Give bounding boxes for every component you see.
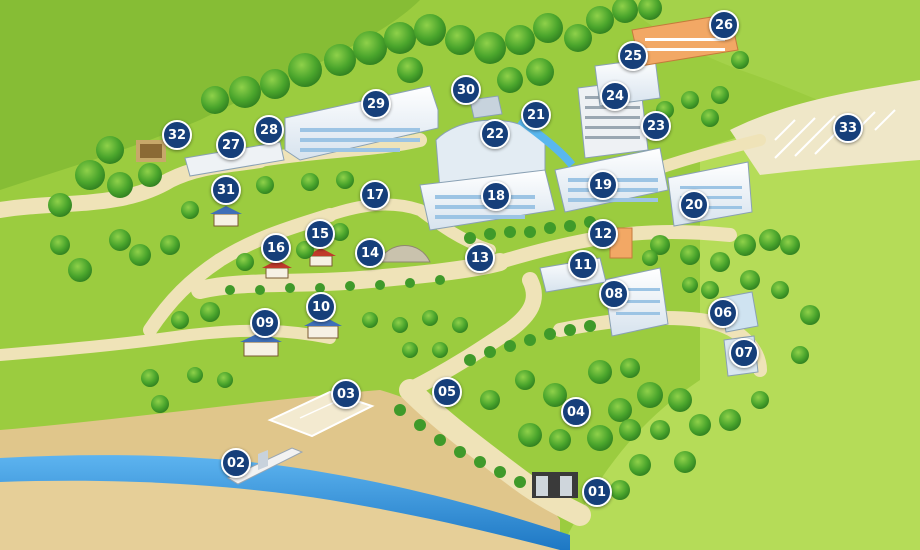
location-marker-22[interactable]: 22 — [480, 119, 510, 149]
location-marker-31[interactable]: 31 — [211, 175, 241, 205]
location-marker-05[interactable]: 05 — [432, 377, 462, 407]
location-marker-25[interactable]: 25 — [618, 41, 648, 71]
location-marker-02[interactable]: 02 — [221, 448, 251, 478]
location-marker-04[interactable]: 04 — [561, 397, 591, 427]
location-marker-13[interactable]: 13 — [465, 243, 495, 273]
location-marker-16[interactable]: 16 — [261, 233, 291, 263]
location-marker-18[interactable]: 18 — [481, 181, 511, 211]
location-marker-21[interactable]: 21 — [521, 100, 551, 130]
parking-area — [730, 80, 920, 175]
location-marker-20[interactable]: 20 — [679, 190, 709, 220]
location-marker-15[interactable]: 15 — [305, 219, 335, 249]
location-marker-08[interactable]: 08 — [599, 279, 629, 309]
location-marker-24[interactable]: 24 — [600, 81, 630, 111]
location-marker-03[interactable]: 03 — [331, 379, 361, 409]
tree-rows — [225, 216, 596, 488]
location-marker-23[interactable]: 23 — [641, 111, 671, 141]
location-marker-32[interactable]: 32 — [162, 120, 192, 150]
parking-stripes — [774, 109, 896, 159]
sea-shore — [0, 480, 560, 550]
location-marker-07[interactable]: 07 — [729, 338, 759, 368]
location-marker-29[interactable]: 29 — [361, 89, 391, 119]
location-marker-09[interactable]: 09 — [250, 308, 280, 338]
location-marker-17[interactable]: 17 — [360, 180, 390, 210]
main-gate — [532, 472, 578, 498]
location-marker-06[interactable]: 06 — [708, 298, 738, 328]
location-marker-26[interactable]: 26 — [709, 10, 739, 40]
location-marker-10[interactable]: 10 — [306, 292, 336, 322]
pier — [226, 447, 304, 485]
side-gate — [136, 140, 166, 162]
location-marker-28[interactable]: 28 — [254, 115, 284, 145]
location-marker-11[interactable]: 11 — [568, 250, 598, 280]
location-marker-30[interactable]: 30 — [451, 75, 481, 105]
location-marker-33[interactable]: 33 — [833, 113, 863, 143]
location-marker-01[interactable]: 01 — [582, 477, 612, 507]
trees — [48, 0, 820, 500]
huts — [210, 206, 342, 357]
location-marker-14[interactable]: 14 — [355, 238, 385, 268]
location-marker-19[interactable]: 19 — [588, 170, 618, 200]
location-marker-12[interactable]: 12 — [588, 219, 618, 249]
location-marker-27[interactable]: 27 — [216, 130, 246, 160]
